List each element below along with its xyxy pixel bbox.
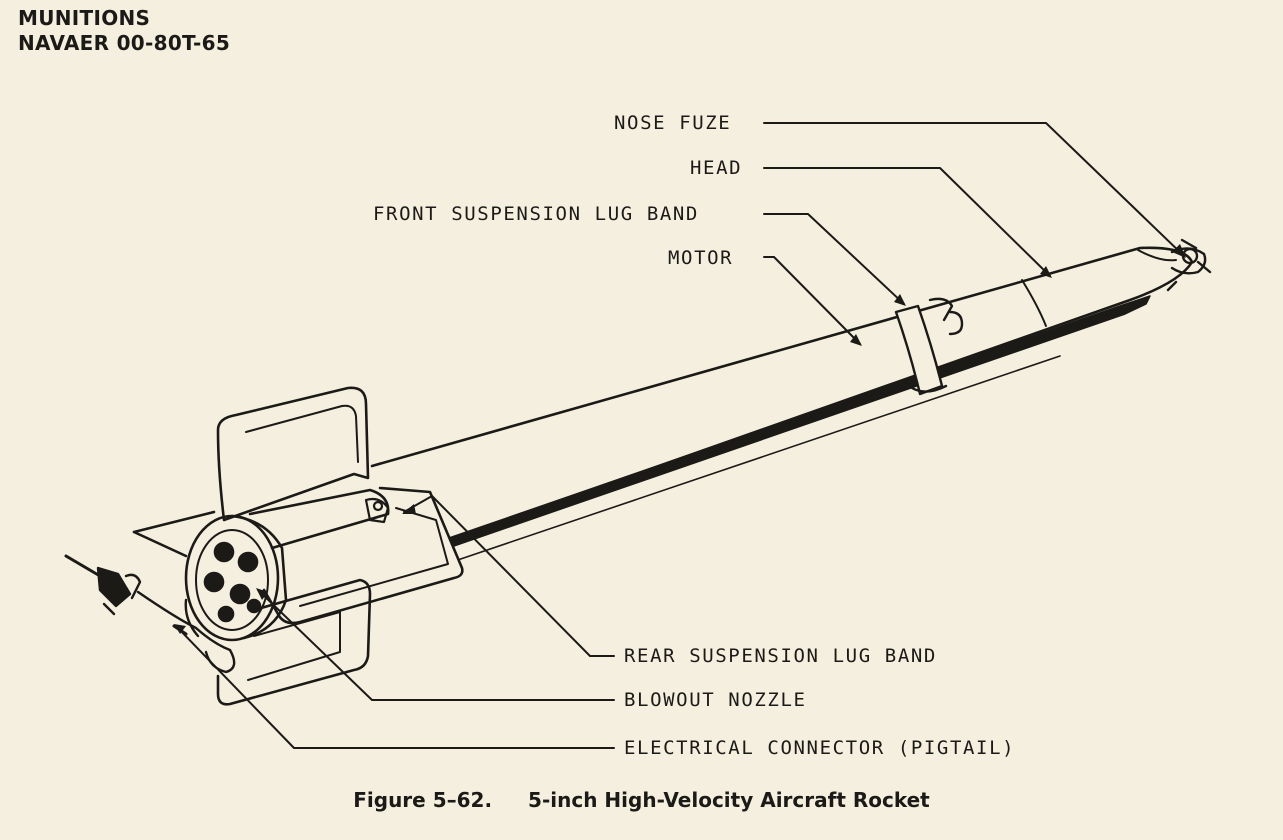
label-blowout-nozzle: BLOWOUT NOZZLE bbox=[624, 689, 807, 711]
leader-rear-band bbox=[403, 495, 615, 657]
figure-number: Figure 5–62. bbox=[353, 788, 493, 812]
label-motor: MOTOR bbox=[668, 247, 734, 269]
leader-arrowheads bbox=[174, 244, 1186, 634]
header-document-number: NAVAER 00-80T-65 bbox=[18, 31, 231, 55]
head-ogive-line bbox=[1137, 249, 1177, 262]
lower-fin-inner bbox=[247, 611, 341, 681]
label-front-suspension-lug-band: FRONT SUSPENSION LUG BAND bbox=[373, 203, 699, 225]
left-fin bbox=[132, 510, 216, 558]
document-header: MUNITIONS NAVAER 00-80T-65 bbox=[18, 6, 230, 56]
label-rear-suspension-lug-band: REAR SUSPENSION LUG BAND bbox=[624, 645, 937, 667]
leader-front-band bbox=[763, 213, 905, 305]
nozzle-hole bbox=[213, 541, 235, 563]
label-head: HEAD bbox=[690, 157, 743, 179]
nozzle-hole bbox=[237, 551, 259, 573]
nozzle-assembly bbox=[184, 514, 288, 642]
leader-head bbox=[763, 167, 1051, 277]
nozzle-hole bbox=[246, 598, 262, 614]
right-fin bbox=[262, 486, 464, 625]
figure-caption: Figure 5–62. 5-inch High-Velocity Aircraf… bbox=[0, 788, 1283, 812]
fin-shroud bbox=[248, 488, 390, 550]
label-electrical-connector-pigtail: ELECTRICAL CONNECTOR (PIGTAIL) bbox=[624, 737, 1016, 759]
head-motor-joint bbox=[1021, 279, 1047, 327]
leader-motor bbox=[763, 256, 861, 345]
leader-pigtail bbox=[175, 625, 615, 749]
rocket-underside-stripe bbox=[419, 295, 1151, 557]
upper-fin bbox=[216, 386, 370, 522]
nozzle-hole bbox=[203, 571, 225, 593]
front-suspension-lug-band bbox=[894, 297, 964, 396]
rear-suspension-lug-band bbox=[364, 497, 390, 524]
rocket-body-outline bbox=[370, 246, 1194, 562]
leader-blowout-nozzle bbox=[257, 589, 615, 701]
label-nose-fuze: NOSE FUZE bbox=[614, 112, 732, 134]
nozzle-hole bbox=[217, 605, 235, 623]
leader-nose-fuze bbox=[763, 122, 1185, 257]
rocket-lower-edge bbox=[439, 355, 1061, 567]
figure-title: 5-inch High-Velocity Aircraft Rocket bbox=[528, 788, 930, 812]
lower-fin bbox=[216, 578, 372, 706]
upper-fin-inner bbox=[245, 404, 359, 463]
nozzle-hole bbox=[229, 583, 251, 605]
header-section: MUNITIONS bbox=[18, 6, 151, 30]
